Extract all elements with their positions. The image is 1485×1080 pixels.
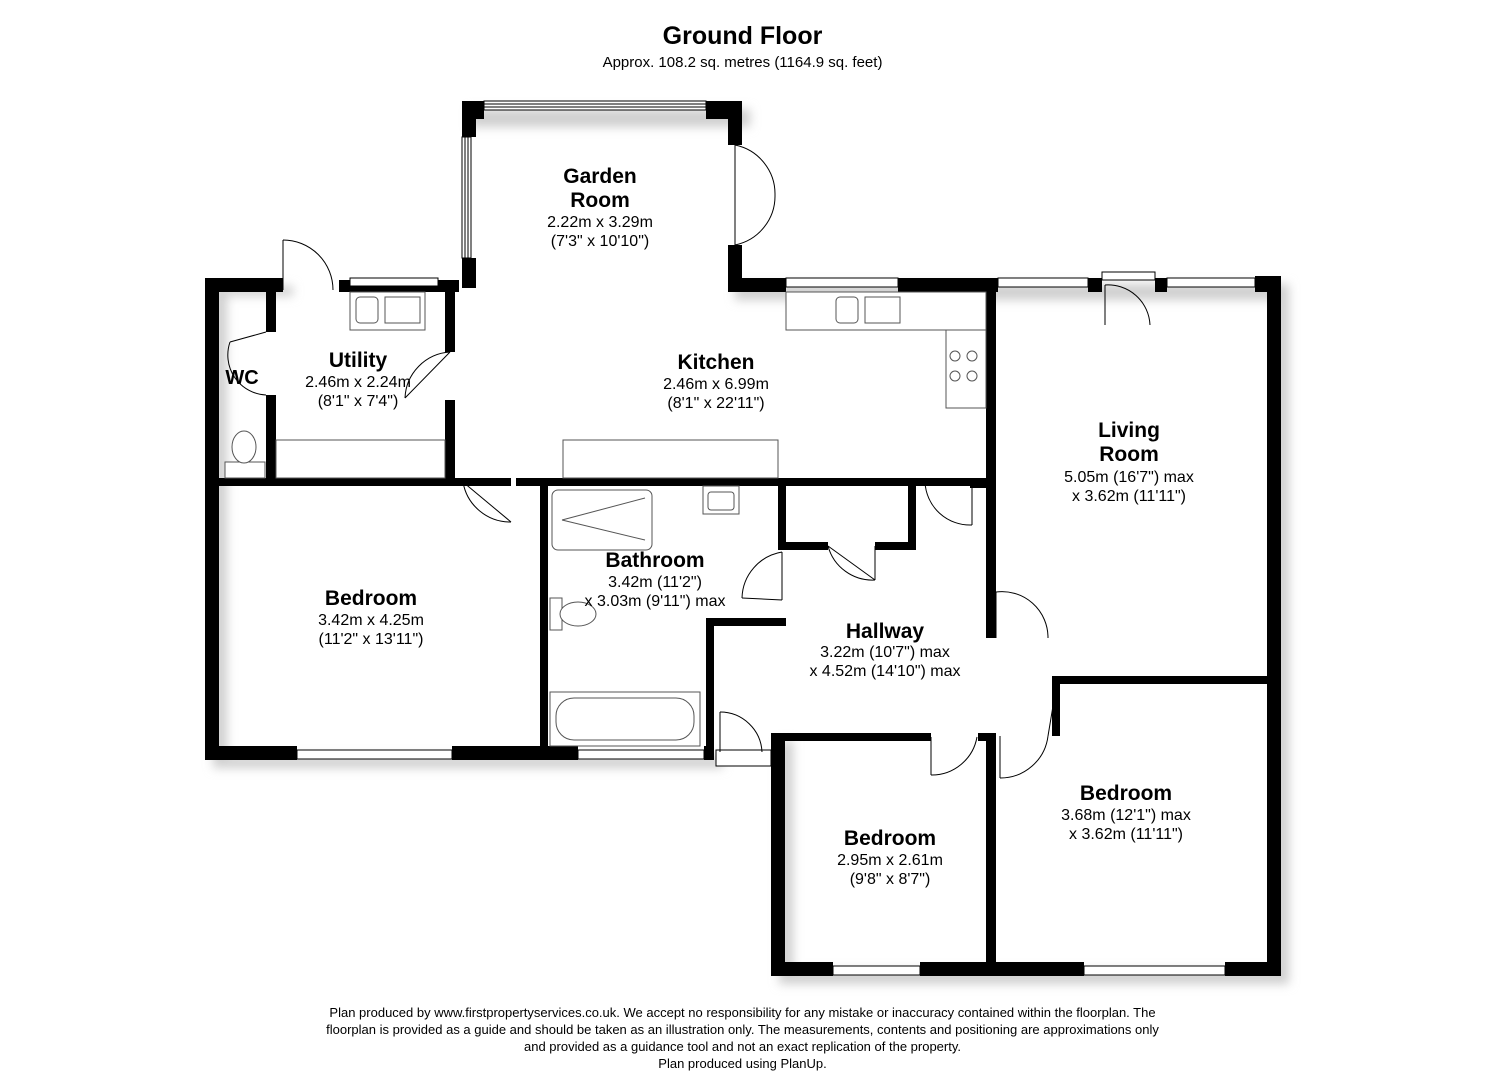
disclaimer-footer: Plan produced by www.firstpropertyservic…: [0, 1004, 1485, 1072]
room-bedroom-left-dim1: 3.42m x 4.25m: [318, 612, 424, 629]
room-bedroom-right-dim1: 3.68m (12'1") max: [1061, 807, 1191, 824]
room-utility-dim2: (8'1" x 7'4"): [318, 393, 399, 410]
room-bedroom-right: Bedroom 3.68m (12'1") max x 3.62m (11'11…: [1061, 782, 1191, 843]
room-living-name-l2: Room: [1099, 443, 1159, 466]
room-hallway-dim2: x 4.52m (14'10") max: [809, 663, 960, 680]
disclaimer-line-1: Plan produced by www.firstpropertyservic…: [329, 1005, 1156, 1020]
room-kitchen-name: Kitchen: [677, 351, 754, 374]
room-utility-dim1: 2.46m x 2.24m: [305, 374, 411, 391]
disclaimer-line-2: floorplan is provided as a guide and sho…: [326, 1022, 1159, 1037]
room-hallway: Hallway 3.22m (10'7") max x 4.52m (14'10…: [809, 620, 960, 680]
plan-area-subtitle: Approx. 108.2 sq. metres (1164.9 sq. fee…: [602, 54, 883, 71]
room-labels: Garden Room 2.22m x 3.29m (7'3" x 10'10"…: [225, 165, 1194, 888]
room-kitchen-dim1: 2.46m x 6.99m: [663, 376, 769, 393]
room-bathroom-name: Bathroom: [605, 549, 704, 572]
room-garden-dim1: 2.22m x 3.29m: [547, 214, 653, 231]
room-bedroom-middle: Bedroom 2.95m x 2.61m (9'8" x 8'7"): [837, 827, 943, 888]
room-garden-name-l1: Garden: [563, 165, 637, 188]
room-utility-name: Utility: [329, 349, 388, 372]
room-utility: Utility 2.46m x 2.24m (8'1" x 7'4"): [305, 349, 411, 410]
room-bedroom-left: Bedroom 3.42m x 4.25m (11'2" x 13'11"): [318, 587, 424, 648]
room-bathroom-dim2: x 3.03m (9'11") max: [585, 593, 726, 610]
walls: [205, 101, 1281, 976]
room-bathroom-dim1: 3.42m (11'2"): [608, 574, 702, 591]
disclaimer-line-4: Plan produced using PlanUp.: [658, 1056, 827, 1071]
room-bedroom-right-name: Bedroom: [1080, 782, 1172, 805]
wall-shadow: [213, 109, 1289, 984]
room-garden-dim2: (7'3" x 10'10"): [551, 233, 649, 250]
room-living-dim2: x 3.62m (11'11"): [1072, 488, 1186, 505]
room-bedroom-left-dim2: (11'2" x 13'11"): [319, 631, 424, 648]
room-hallway-name: Hallway: [846, 620, 925, 643]
floorplan: Garden Room 2.22m x 3.29m (7'3" x 10'10"…: [205, 100, 1289, 984]
room-living-dim1: 5.05m (16'7") max: [1064, 469, 1194, 486]
room-wc-name: WC: [225, 367, 258, 389]
room-bedroom-middle-dim1: 2.95m x 2.61m: [837, 852, 943, 869]
room-bedroom-right-dim2: x 3.62m (11'11"): [1069, 826, 1183, 843]
room-living: Living Room 5.05m (16'7") max x 3.62m (1…: [1064, 419, 1194, 505]
room-kitchen-dim2: (8'1" x 22'11"): [667, 395, 764, 412]
room-living-name-l1: Living: [1098, 419, 1160, 442]
room-garden: Garden Room 2.22m x 3.29m (7'3" x 10'10"…: [547, 165, 653, 250]
room-bedroom-middle-dim2: (9'8" x 8'7"): [850, 871, 931, 888]
room-kitchen: Kitchen 2.46m x 6.99m (8'1" x 22'11"): [663, 351, 769, 412]
room-bedroom-middle-name: Bedroom: [844, 827, 936, 850]
doors: [227, 144, 1156, 779]
disclaimer-line-3: and provided as a guidance tool and not …: [524, 1039, 961, 1054]
plan-title: Ground Floor: [662, 22, 823, 50]
room-hallway-dim1: 3.22m (10'7") max: [820, 644, 950, 661]
room-bathroom: Bathroom 3.42m (11'2") x 3.03m (9'11") m…: [585, 549, 726, 610]
room-bedroom-left-name: Bedroom: [325, 587, 417, 610]
room-garden-name-l2: Room: [570, 189, 630, 212]
fixtures: [224, 291, 987, 747]
windows: [296, 100, 1256, 976]
